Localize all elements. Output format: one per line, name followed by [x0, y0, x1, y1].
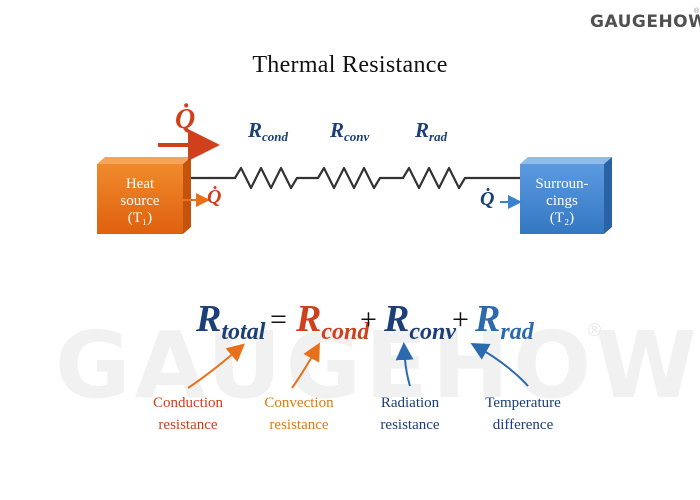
equation-r-conv-main: R — [384, 298, 410, 340]
resistor-label-cond-main: R — [248, 118, 263, 142]
equation-r-rad-sub: rad — [500, 319, 534, 345]
surroundings-box — [520, 157, 612, 234]
equation-r-cond-main: R — [296, 298, 322, 340]
annotation-radiation-line2: resistance — [380, 417, 440, 433]
equation-equals: = — [270, 303, 287, 336]
annotation-conduction-line2: resistance — [158, 417, 218, 433]
surroundings-label-line2: cings — [546, 193, 578, 209]
convection-pointer-arrow — [291, 342, 320, 389]
annotation-convection-line1: Convection — [264, 395, 334, 411]
surroundings-label: Surroun- cings (T₂) — [520, 176, 604, 227]
equation-plus-1: + — [360, 303, 377, 336]
brand-registered-mark: ® — [694, 8, 700, 15]
equation-r-total: Rtotal — [196, 297, 265, 345]
conduction-pointer-arrow — [187, 343, 246, 389]
annotation-radiation-line1: Radiation — [380, 395, 440, 411]
resistor-label-conv-sub: conv — [344, 129, 370, 144]
heat-source-label-line1: Heat — [125, 176, 155, 192]
equation-r-total-main: R — [196, 298, 222, 340]
heat-source-box — [97, 157, 191, 234]
resistor-label-cond: Rcond — [248, 118, 289, 144]
resistor-label-rad-sub: rad — [429, 129, 448, 144]
heat-flow-symbol: Q̇ — [175, 104, 196, 135]
equation-plus-2: + — [452, 303, 469, 336]
equation-r-cond-sub: cond — [321, 319, 370, 345]
resistor-label-conv-main: R — [330, 118, 345, 142]
equation-r-conv-sub: conv — [409, 319, 457, 345]
watermark: GAUGEHOW — [55, 312, 700, 419]
watermark-registered-mark: ® — [588, 320, 602, 340]
resistor-label-rad: Rrad — [415, 118, 448, 144]
equation-r-total-sub: total — [221, 319, 266, 345]
sink-q-symbol: Q̇ — [480, 188, 495, 210]
circuit-wire — [183, 166, 520, 190]
radiation-pointer-arrow — [395, 342, 414, 387]
equation-r-conv: Rconv — [384, 297, 456, 345]
resistor-label-cond-sub: cond — [262, 129, 289, 144]
annotation-convection-line2: resistance — [269, 417, 329, 433]
annotation-convection: Convection resistance — [244, 392, 354, 436]
equation-r-rad-main: R — [475, 298, 501, 340]
source-q-symbol: Q̇ — [207, 186, 222, 208]
temperature-pointer-arrow — [470, 343, 529, 387]
annotation-temperature-line2: difference — [492, 417, 554, 433]
annotation-conduction-line1: Conduction — [153, 395, 223, 411]
equation-r-cond: Rcond — [296, 297, 369, 345]
annotation-conduction: Conduction resistance — [133, 392, 243, 436]
heat-source-label-line3: (T₁) — [127, 210, 153, 226]
surroundings-label-line1: Surroun- — [535, 176, 589, 192]
equation-r-rad: Rrad — [475, 297, 534, 345]
annotation-radiation: Radiation resistance — [355, 392, 465, 436]
annotation-temperature: Temperature difference — [468, 392, 578, 436]
brand-logo: GAUGEHOW — [590, 12, 700, 32]
annotation-temperature-line1: Temperature — [485, 395, 561, 411]
surroundings-label-line3: (T₂) — [549, 210, 575, 226]
page-title: Thermal Resistance — [252, 52, 448, 78]
heat-source-label: Heat source (T₁) — [97, 176, 183, 227]
resistor-label-rad-main: R — [415, 118, 430, 142]
heat-source-label-line2: source — [120, 193, 160, 209]
resistor-label-conv: Rconv — [330, 118, 370, 144]
